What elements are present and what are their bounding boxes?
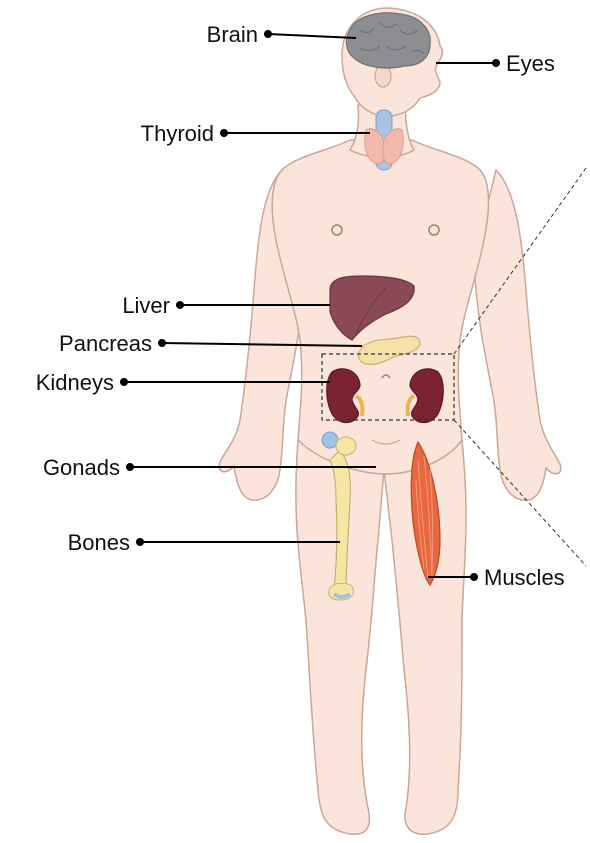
label-kidneys: Kidneys	[36, 370, 114, 395]
muscles-dot	[470, 573, 478, 581]
label-eyes: Eyes	[506, 51, 555, 76]
label-muscles: Muscles	[484, 565, 565, 590]
brain-organ	[347, 13, 431, 68]
pancreas-dot	[158, 339, 166, 347]
label-brain: Brain	[207, 22, 258, 47]
brain-dot	[264, 30, 272, 38]
gonads-dot	[126, 463, 134, 471]
label-gonads: Gonads	[43, 455, 120, 480]
label-thyroid: Thyroid	[141, 121, 214, 146]
brain-leader	[268, 34, 356, 38]
bones-dot	[136, 538, 144, 546]
eyes-dot	[492, 59, 500, 67]
thyroid-dot	[220, 129, 228, 137]
kidneys-dot	[120, 378, 128, 386]
liver-dot	[176, 301, 184, 309]
label-pancreas: Pancreas	[59, 331, 152, 356]
label-liver: Liver	[122, 293, 170, 318]
label-bones: Bones	[68, 530, 130, 555]
